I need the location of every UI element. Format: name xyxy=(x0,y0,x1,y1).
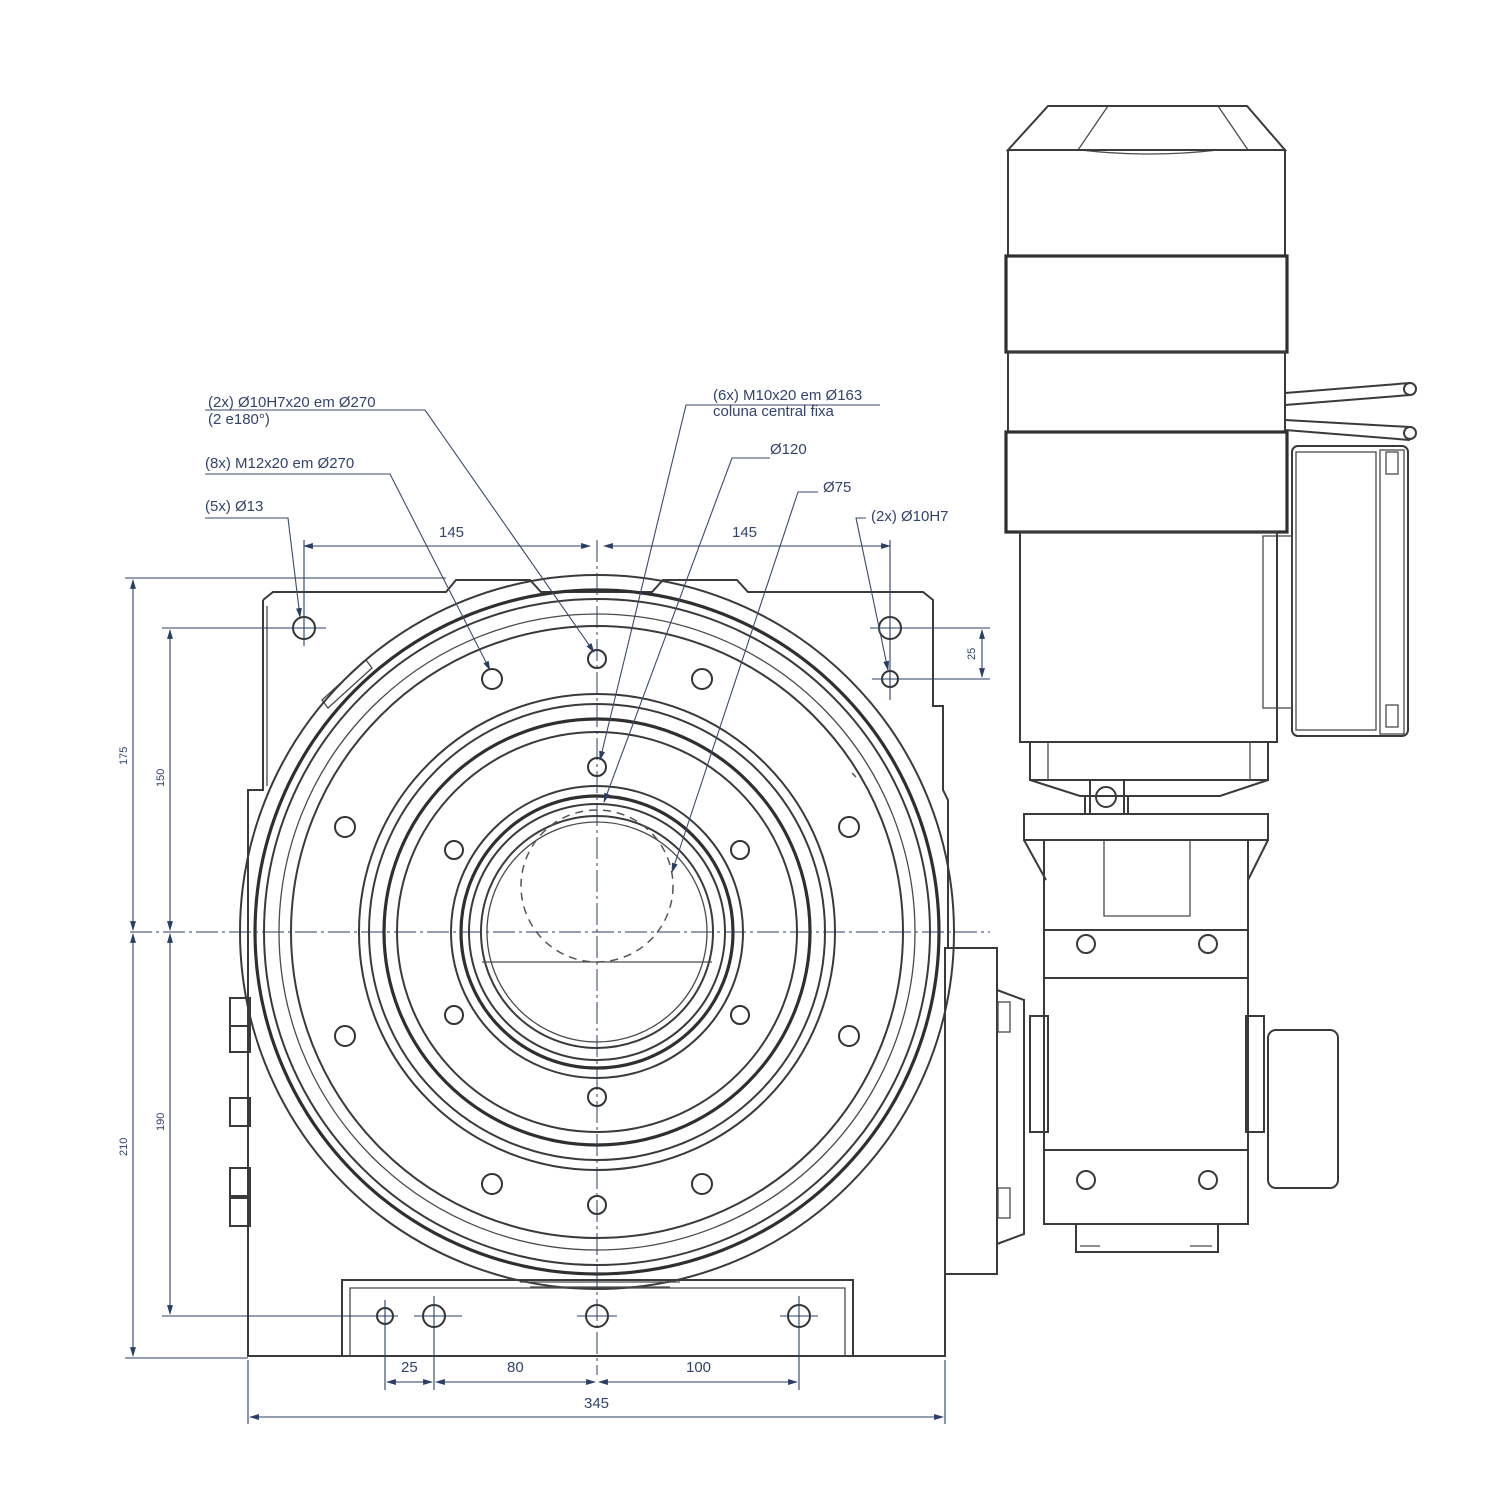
dimension-lines xyxy=(125,540,990,1424)
dim-bottom-100: 100 xyxy=(686,1359,711,1376)
dim-bottom-25: 25 xyxy=(401,1359,418,1376)
rotary-table-housing xyxy=(229,579,949,1357)
label-pin-holes-270: (2x) Ø10H7x20 em Ø270 xyxy=(208,394,376,411)
label-mount-holes: (5x) Ø13 xyxy=(205,498,263,515)
center-lines xyxy=(130,540,990,1375)
dim-top-right: 145 xyxy=(732,524,757,541)
dim-overall-width: 345 xyxy=(584,1395,609,1412)
dim-bottom-80: 80 xyxy=(507,1359,524,1376)
dim-right-vertical: 25 xyxy=(966,648,978,660)
label-thread-holes-163: (6x) M10x20 em Ø163 xyxy=(713,387,862,404)
dim-top-left: 145 xyxy=(439,524,464,541)
dim-left-lower: 210 xyxy=(118,1138,130,1156)
callout-labels: (2x) Ø10H7x20 em Ø270 (2 e180°) (8x) M12… xyxy=(205,387,949,525)
dim-left-lower-inner: 190 xyxy=(155,1113,167,1131)
label-bore-75: Ø75 xyxy=(823,479,851,496)
label-bore-120: Ø120 xyxy=(770,441,807,458)
dimension-labels: 145 145 25 175 150 210 190 25 80 100 345 xyxy=(118,524,978,1412)
label-pin-holes-270-note: (2 e180°) xyxy=(208,411,270,428)
label-pin-holes-h7: (2x) Ø10H7 xyxy=(871,508,949,525)
motor-assembly xyxy=(944,105,1417,1275)
dim-left-upper-inner: 150 xyxy=(155,769,167,787)
leader-lines xyxy=(205,404,890,873)
label-thread-holes-270: (8x) M12x20 em Ø270 xyxy=(205,455,354,472)
label-thread-holes-163-note: coluna central fixa xyxy=(713,403,835,420)
dim-left-upper: 175 xyxy=(118,747,130,765)
